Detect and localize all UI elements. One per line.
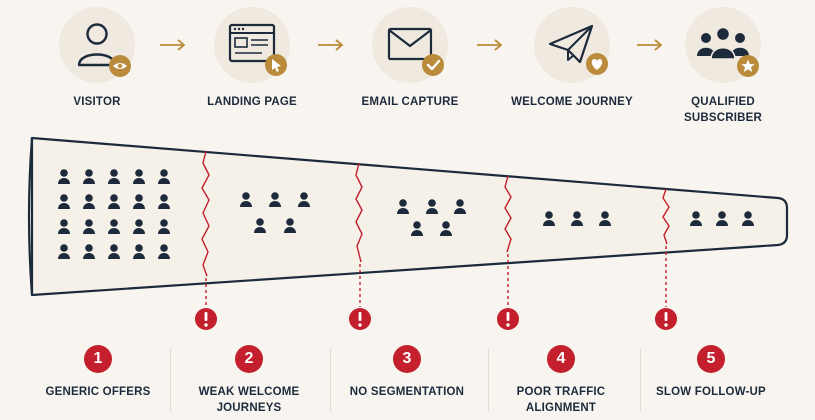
funnel-segment-people bbox=[543, 211, 611, 226]
person-icon bbox=[716, 211, 728, 226]
column-divider bbox=[170, 348, 171, 412]
person-icon bbox=[254, 218, 266, 233]
issue-label-slow-follow-up: SLOW FOLLOW-UP bbox=[656, 386, 766, 398]
paper-plane-with-heart-badge-icon bbox=[534, 7, 610, 83]
person-icon bbox=[571, 211, 583, 226]
column-divider bbox=[640, 348, 641, 412]
column-divider bbox=[330, 348, 331, 412]
person-icon bbox=[284, 218, 296, 233]
person-icon bbox=[690, 211, 702, 226]
stage-label-qualified-subscriber: QUALIFIED SUBSCRIBER bbox=[683, 96, 763, 124]
exclamation-icon bbox=[195, 308, 217, 330]
person-icon bbox=[742, 211, 754, 226]
issue-number-badge: 3 bbox=[393, 345, 421, 373]
group-with-star-badge-icon bbox=[685, 7, 761, 83]
crack-line bbox=[201, 150, 210, 277]
person-icon bbox=[58, 194, 70, 209]
person-icon bbox=[158, 169, 170, 184]
person-icon bbox=[133, 219, 145, 234]
issue-label-weak-welcome-journeys: WEAK WELCOME JOURNEYS bbox=[198, 386, 300, 414]
browser-with-cursor-badge-icon bbox=[214, 7, 290, 83]
person-icon bbox=[108, 244, 120, 259]
person-icon bbox=[83, 194, 95, 209]
person-icon bbox=[240, 192, 252, 207]
stage-label-visitor: VISITOR bbox=[73, 96, 121, 108]
person-icon bbox=[108, 219, 120, 234]
crack-line bbox=[504, 175, 512, 253]
exclamation-icon bbox=[497, 308, 519, 330]
person-icon bbox=[298, 192, 310, 207]
exclamation-icon bbox=[655, 308, 677, 330]
column-divider bbox=[488, 348, 489, 412]
person-icon bbox=[269, 192, 281, 207]
person-icon bbox=[108, 194, 120, 209]
person-icon bbox=[411, 221, 423, 236]
person-icon bbox=[543, 211, 555, 226]
person-icon bbox=[397, 199, 409, 214]
person-icon bbox=[440, 221, 452, 236]
issue-number-badge: 2 bbox=[235, 345, 263, 373]
arrow-right-icon bbox=[318, 39, 344, 51]
person-icon bbox=[454, 199, 466, 214]
arrow-right-icon bbox=[637, 39, 663, 51]
user-with-eye-badge-icon bbox=[59, 7, 135, 83]
person-icon bbox=[426, 199, 438, 214]
person-icon bbox=[58, 219, 70, 234]
people-groups bbox=[58, 169, 754, 259]
person-icon bbox=[133, 244, 145, 259]
person-icon bbox=[599, 211, 611, 226]
exclamation-icon bbox=[349, 308, 371, 330]
crack-line bbox=[355, 162, 363, 263]
issue-label-no-segmentation: NO SEGMENTATION bbox=[349, 386, 465, 398]
funnel-shape bbox=[30, 136, 789, 297]
person-icon bbox=[58, 169, 70, 184]
issue-label-generic-offers: GENERIC OFFERS bbox=[45, 386, 151, 398]
funnel-segment-people bbox=[397, 199, 466, 236]
person-icon bbox=[58, 244, 70, 259]
person-icon bbox=[158, 194, 170, 209]
issue-label-poor-traffic-alignment: POOR TRAFFIC ALIGNMENT bbox=[516, 386, 606, 414]
funnel-segment-people bbox=[690, 211, 754, 226]
funnel-segment-people bbox=[58, 169, 170, 259]
arrow-right-icon bbox=[160, 39, 186, 51]
person-icon bbox=[83, 219, 95, 234]
stage-label-welcome-journey: WELCOME JOURNEY bbox=[511, 96, 633, 108]
person-icon bbox=[158, 244, 170, 259]
person-icon bbox=[158, 219, 170, 234]
person-icon bbox=[133, 194, 145, 209]
funnel-segment-people bbox=[240, 192, 310, 233]
stage-label-email-capture: EMAIL CAPTURE bbox=[361, 96, 459, 108]
issue-number-badge: 1 bbox=[84, 345, 112, 373]
envelope-with-check-badge-icon bbox=[372, 7, 448, 83]
arrow-right-icon bbox=[477, 39, 503, 51]
person-icon bbox=[133, 169, 145, 184]
issue-number-badge: 5 bbox=[697, 345, 725, 373]
person-icon bbox=[108, 169, 120, 184]
person-icon bbox=[83, 169, 95, 184]
issue-number-badge: 4 bbox=[547, 345, 575, 373]
person-icon bbox=[83, 244, 95, 259]
crack-line bbox=[662, 188, 670, 245]
stage-label-landing-page: LANDING PAGE bbox=[207, 96, 297, 108]
